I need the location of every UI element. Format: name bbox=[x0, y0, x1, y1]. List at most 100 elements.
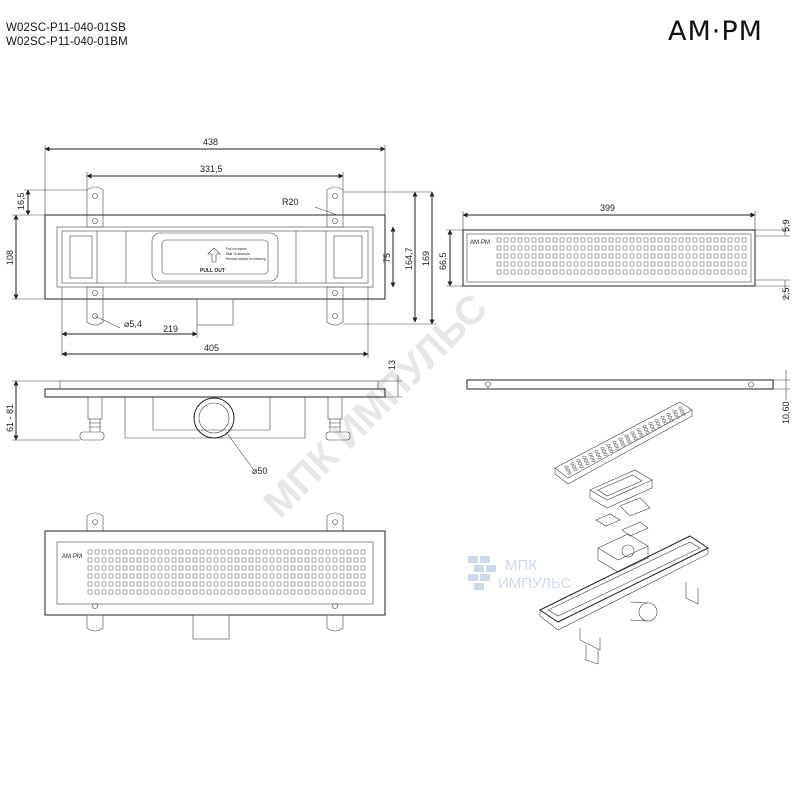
grate-hole bbox=[656, 422, 660, 425]
grate-view: AM·PM 399 66,5 5,9 2,5 10,60 bbox=[438, 203, 791, 424]
grate-hole bbox=[213, 549, 219, 555]
grate-hole bbox=[255, 549, 261, 555]
grate-hole bbox=[213, 581, 219, 587]
grate-hole bbox=[94, 589, 100, 595]
grate-hole bbox=[157, 557, 163, 563]
grate-hole bbox=[531, 253, 537, 259]
grate-hole bbox=[325, 589, 331, 595]
grate-hole bbox=[227, 565, 233, 571]
grate-hole bbox=[346, 557, 352, 563]
grate-hole bbox=[136, 589, 142, 595]
grate-hole bbox=[629, 253, 635, 259]
grate-hole bbox=[643, 253, 649, 259]
grate-hole bbox=[545, 269, 551, 275]
grate-hole bbox=[706, 261, 712, 267]
siphon-body bbox=[151, 232, 279, 282]
grate-hole bbox=[297, 557, 303, 563]
grate-hole bbox=[741, 261, 747, 267]
model-code-2: W02SC-P11-040-01BM bbox=[6, 36, 128, 48]
grate-hole bbox=[241, 565, 247, 571]
grate-hole bbox=[622, 237, 628, 243]
grate-hole bbox=[171, 557, 177, 563]
grate-hole bbox=[615, 269, 621, 275]
grate-hole bbox=[559, 253, 565, 259]
grate-hole bbox=[304, 581, 310, 587]
grate-hole bbox=[199, 549, 205, 555]
grate-hole bbox=[720, 269, 726, 275]
grate-hole bbox=[664, 245, 670, 251]
grate-hole bbox=[164, 581, 170, 587]
grate-hole bbox=[496, 245, 502, 251]
grate-hole bbox=[587, 253, 593, 259]
grate-hole bbox=[573, 253, 579, 259]
grate-hole bbox=[524, 269, 530, 275]
grate-hole bbox=[531, 237, 537, 243]
grate-hole bbox=[143, 581, 149, 587]
grate-hole bbox=[227, 557, 233, 563]
grate-hole bbox=[612, 440, 617, 444]
grate-hole bbox=[596, 453, 600, 456]
grate-hole bbox=[572, 465, 576, 469]
grate-hole bbox=[122, 573, 128, 579]
grate-hole bbox=[650, 253, 656, 259]
front-view: AM·PM bbox=[44, 512, 386, 640]
outlet-circle bbox=[193, 397, 235, 439]
grate-hole bbox=[206, 549, 212, 555]
grate-hole bbox=[734, 253, 740, 259]
grate-hole bbox=[353, 589, 359, 595]
grate-hole bbox=[269, 581, 275, 587]
grate-hole bbox=[692, 245, 698, 251]
grate-hole bbox=[614, 443, 618, 447]
grate-hole bbox=[615, 237, 621, 243]
grate-hole bbox=[276, 581, 282, 587]
grate-hole bbox=[241, 549, 247, 555]
grate-hole bbox=[524, 261, 530, 267]
grate-hole bbox=[150, 549, 156, 555]
grate-hole bbox=[318, 589, 324, 595]
grate-hole bbox=[681, 412, 686, 416]
grate-logo: AM·PM bbox=[470, 240, 490, 246]
grate-hole bbox=[582, 456, 587, 459]
grate-hole bbox=[150, 557, 156, 563]
grate-hole bbox=[101, 565, 107, 571]
grate-hole bbox=[678, 261, 684, 267]
grate-hole bbox=[720, 245, 726, 251]
dim-438: 438 bbox=[203, 137, 218, 147]
grate-hole bbox=[524, 245, 530, 251]
brand-logo: AM·PM bbox=[668, 16, 763, 47]
grate-hole bbox=[234, 581, 240, 587]
grate-hole bbox=[618, 437, 623, 441]
model-code-1: W02SC-P11-040-01SB bbox=[6, 22, 126, 34]
grate-hole bbox=[178, 565, 184, 571]
grate-hole bbox=[122, 565, 128, 571]
grate-hole bbox=[545, 245, 551, 251]
grate-hole bbox=[657, 245, 663, 251]
dim-5-9: 5,9 bbox=[781, 219, 791, 232]
grate-hole bbox=[629, 237, 635, 243]
grate-hole bbox=[531, 261, 537, 267]
grate-hole bbox=[346, 573, 352, 579]
grate-hole bbox=[651, 428, 656, 431]
grate-hole bbox=[192, 573, 198, 579]
grate-hole bbox=[206, 581, 212, 587]
grate-hole bbox=[157, 565, 163, 571]
grate-hole bbox=[566, 237, 572, 243]
grate-hole bbox=[706, 253, 712, 259]
grate-hole bbox=[531, 245, 537, 251]
grate-hole bbox=[262, 573, 268, 579]
grate-hole bbox=[318, 565, 324, 571]
grate-hole bbox=[318, 581, 324, 587]
grate-hole bbox=[496, 261, 502, 267]
grate-hole bbox=[538, 253, 544, 259]
grate-hole bbox=[276, 557, 282, 563]
grate-hole bbox=[108, 573, 114, 579]
grate-perforation bbox=[496, 237, 747, 275]
grate-hole bbox=[594, 237, 600, 243]
grate-hole bbox=[136, 557, 142, 563]
grate-hole bbox=[636, 428, 641, 432]
grate-hole bbox=[645, 431, 650, 434]
grate-hole bbox=[227, 549, 233, 555]
grate-hole bbox=[663, 422, 668, 425]
dim-61-81: 61 - 81 bbox=[5, 404, 15, 432]
grate-hole bbox=[566, 261, 572, 267]
